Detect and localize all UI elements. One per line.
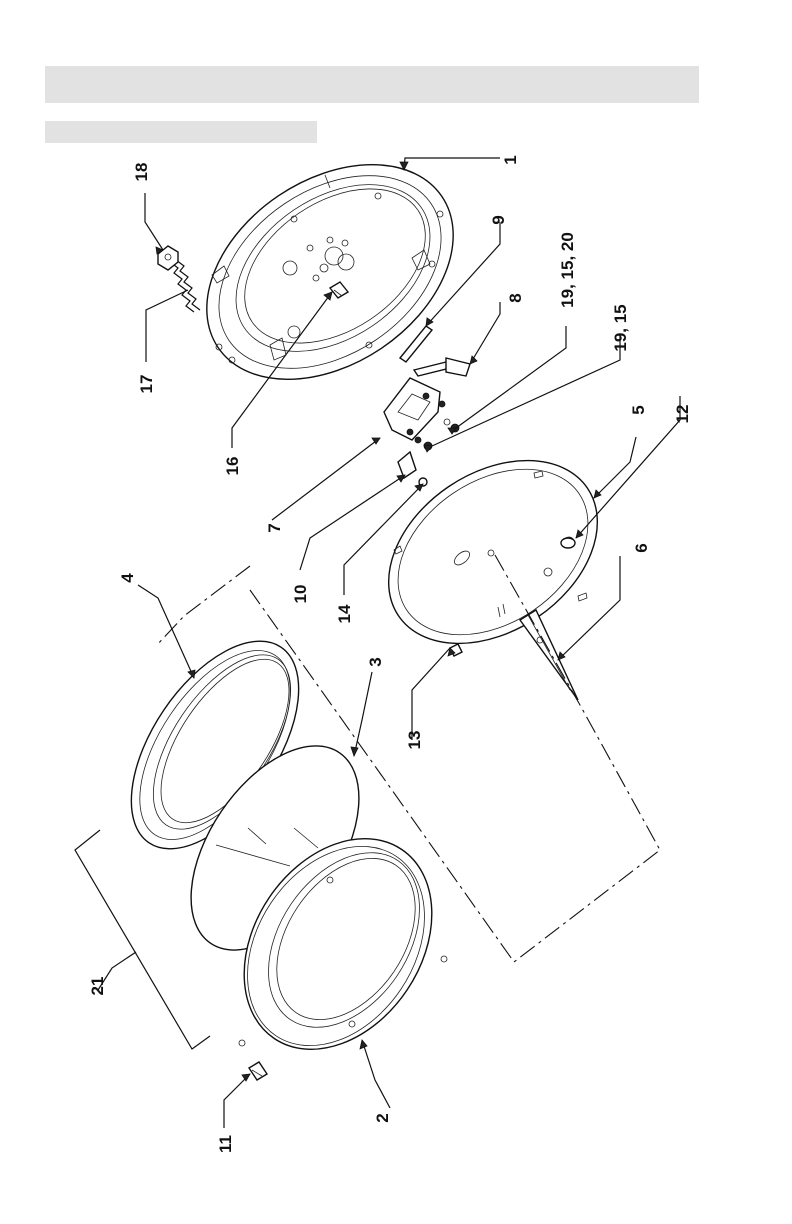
callout-7: 7 [265, 523, 284, 532]
callout-13: 13 [405, 731, 424, 750]
callout-21: 21 [88, 977, 107, 996]
part-1-housing [167, 120, 494, 424]
part-10-clip [398, 452, 416, 478]
callout-10: 10 [291, 585, 310, 604]
callout-2: 2 [373, 1113, 392, 1122]
part-8-key [414, 358, 470, 376]
callout-19-15-20: 19, 15, 20 [558, 232, 577, 308]
part-5-plate [354, 423, 631, 681]
part-7-bracket [384, 378, 445, 443]
callout-5: 5 [629, 405, 648, 414]
callout-19-15: 19, 15 [611, 304, 630, 351]
part-9-lever [400, 326, 432, 362]
bracket-21 [75, 830, 210, 1049]
part-11-screw [249, 1062, 267, 1080]
callout-11: 11 [216, 1135, 235, 1153]
callout-12: 12 [673, 405, 692, 424]
callout-8: 8 [506, 293, 525, 302]
callout-4: 4 [118, 573, 137, 583]
callout-6: 6 [632, 543, 651, 552]
part-17-spring [170, 260, 200, 312]
callout-16: 16 [223, 457, 242, 476]
callout-1: 1 [501, 155, 520, 164]
callout-14: 14 [335, 604, 354, 623]
callout-18: 18 [132, 163, 151, 182]
part-6-shaft [520, 610, 578, 700]
callout-3: 3 [366, 657, 385, 666]
callout-17: 17 [137, 375, 156, 394]
part-12-plug [561, 538, 575, 548]
callout-9: 9 [489, 215, 508, 224]
centerline-upper [156, 566, 250, 646]
